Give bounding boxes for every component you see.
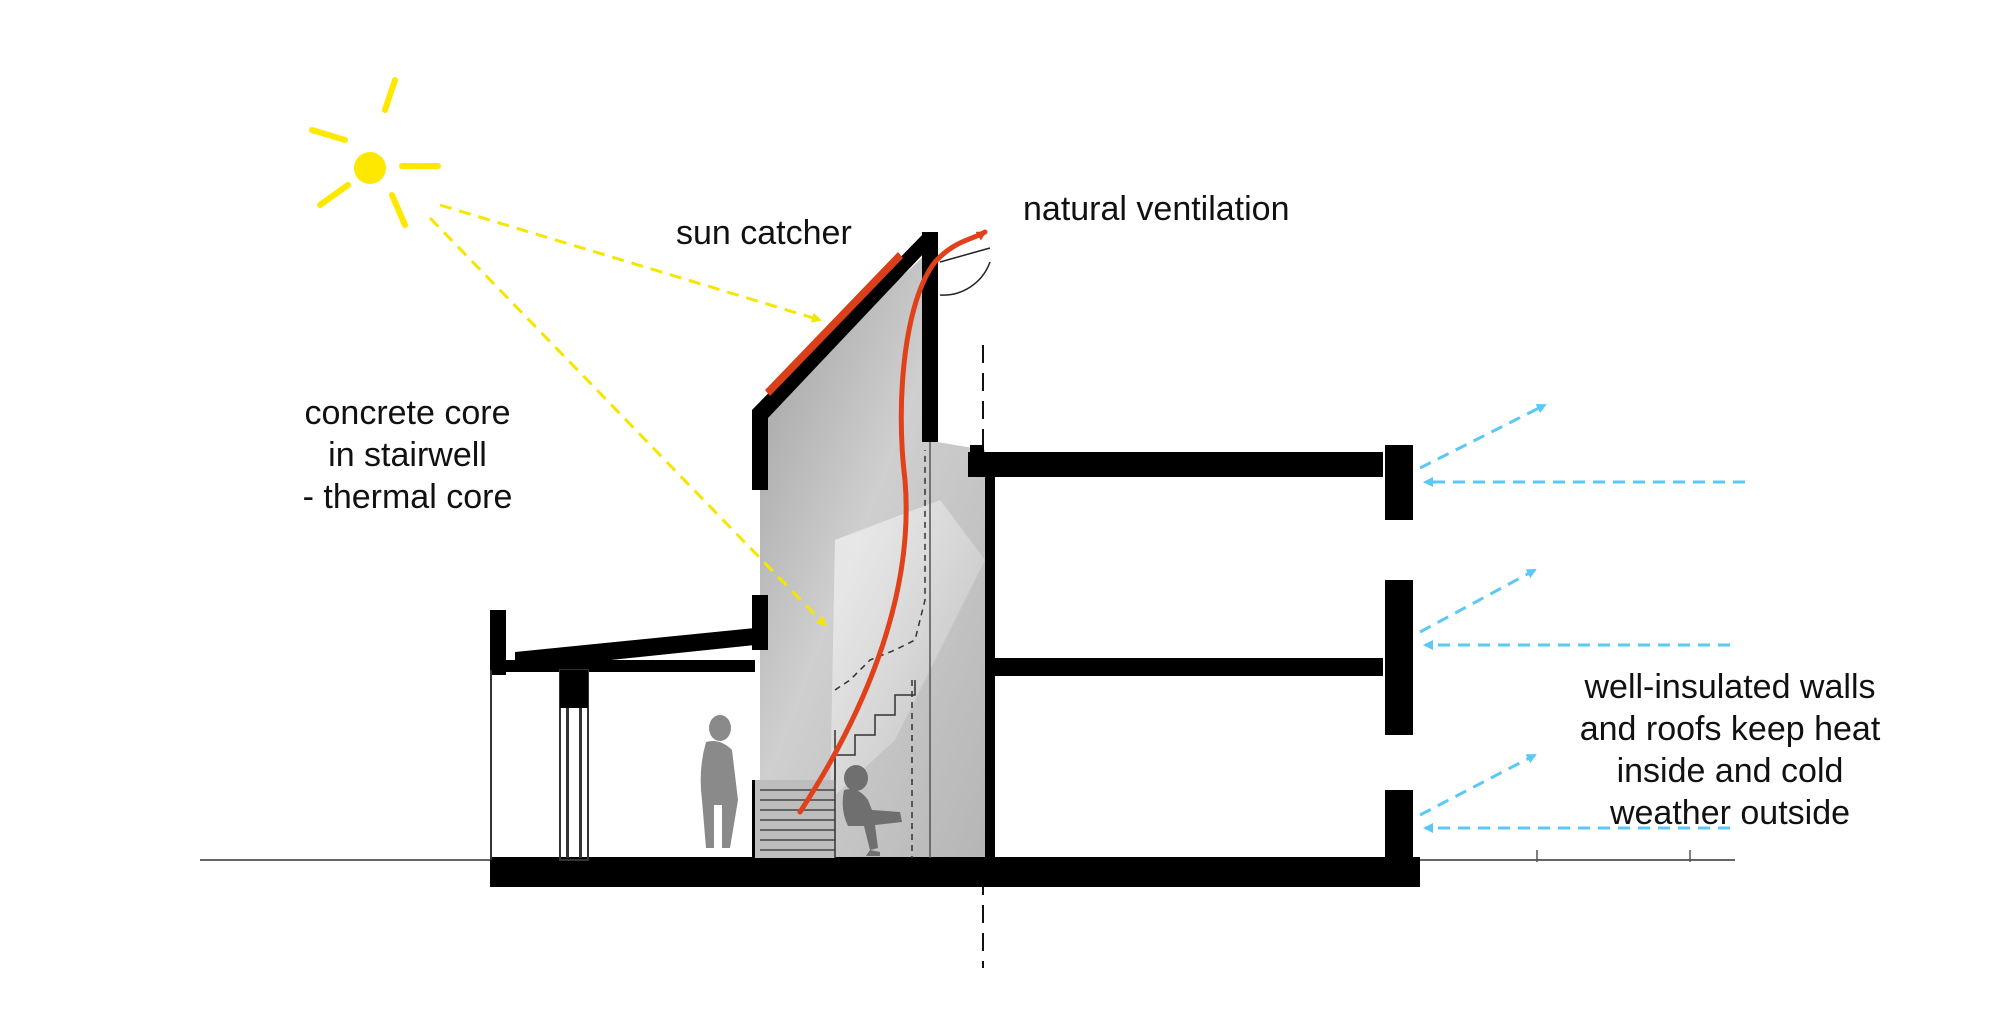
label-line: weather outside bbox=[1609, 794, 1851, 832]
label-concrete-core: concrete core in stairwell - thermal cor… bbox=[290, 392, 525, 518]
central-wall-top bbox=[970, 445, 984, 477]
left-wall-bottom bbox=[490, 670, 492, 860]
left-roof-beam bbox=[490, 660, 755, 672]
left-opening-line bbox=[566, 708, 569, 858]
sun-ray-to-core bbox=[428, 216, 827, 627]
vent-flap bbox=[939, 247, 991, 263]
ground-floor-slab bbox=[490, 857, 1420, 887]
right-wall-top bbox=[1385, 445, 1413, 520]
label-line: and roofs keep heat bbox=[1579, 710, 1881, 748]
first-floor-slab bbox=[968, 452, 1383, 477]
stair-profile bbox=[834, 680, 916, 780]
left-wall-top bbox=[490, 610, 506, 675]
stair-steps-block bbox=[755, 780, 835, 858]
label-line: inside and cold bbox=[1616, 752, 1844, 790]
solar-panel bbox=[765, 252, 903, 396]
vent-flap-arc bbox=[939, 261, 991, 296]
heat-reflect-arrow-mid bbox=[1419, 568, 1537, 634]
sun-ray-to-catcher bbox=[439, 203, 822, 323]
stair-upper-dashed bbox=[834, 450, 926, 691]
person-standing-icon bbox=[700, 715, 738, 848]
label-insulated-walls: well-insulated walls and roofs keep heat… bbox=[1560, 666, 1900, 834]
sun-icon bbox=[309, 77, 441, 228]
label-sun-catcher: sun catcher bbox=[676, 214, 852, 252]
label-line: - thermal core bbox=[302, 478, 513, 516]
cold-air-arrows bbox=[1419, 403, 1745, 833]
heat-reflect-arrow-bottom bbox=[1419, 753, 1537, 817]
label-natural-ventilation: natural ventilation bbox=[1023, 190, 1290, 228]
left-opening-line bbox=[579, 708, 582, 858]
core-left-wall-upper bbox=[752, 410, 768, 490]
heat-reflect-arrow-top bbox=[1419, 403, 1547, 470]
label-line: in stairwell bbox=[328, 436, 487, 474]
core-left-wall-mid bbox=[752, 595, 768, 650]
left-roof bbox=[515, 628, 755, 670]
person-sitting-icon bbox=[842, 765, 902, 856]
left-column-head bbox=[560, 670, 588, 708]
stair-step-lines bbox=[760, 789, 835, 851]
right-wall-bottom bbox=[1385, 790, 1413, 885]
second-floor-slab bbox=[985, 658, 1383, 676]
label-line: concrete core bbox=[304, 394, 511, 432]
label-line: well-insulated walls bbox=[1584, 668, 1876, 706]
central-wall bbox=[985, 475, 995, 860]
ventilation-arrow bbox=[797, 229, 988, 815]
right-wall-mid bbox=[1385, 580, 1413, 735]
light-beam bbox=[830, 500, 985, 800]
